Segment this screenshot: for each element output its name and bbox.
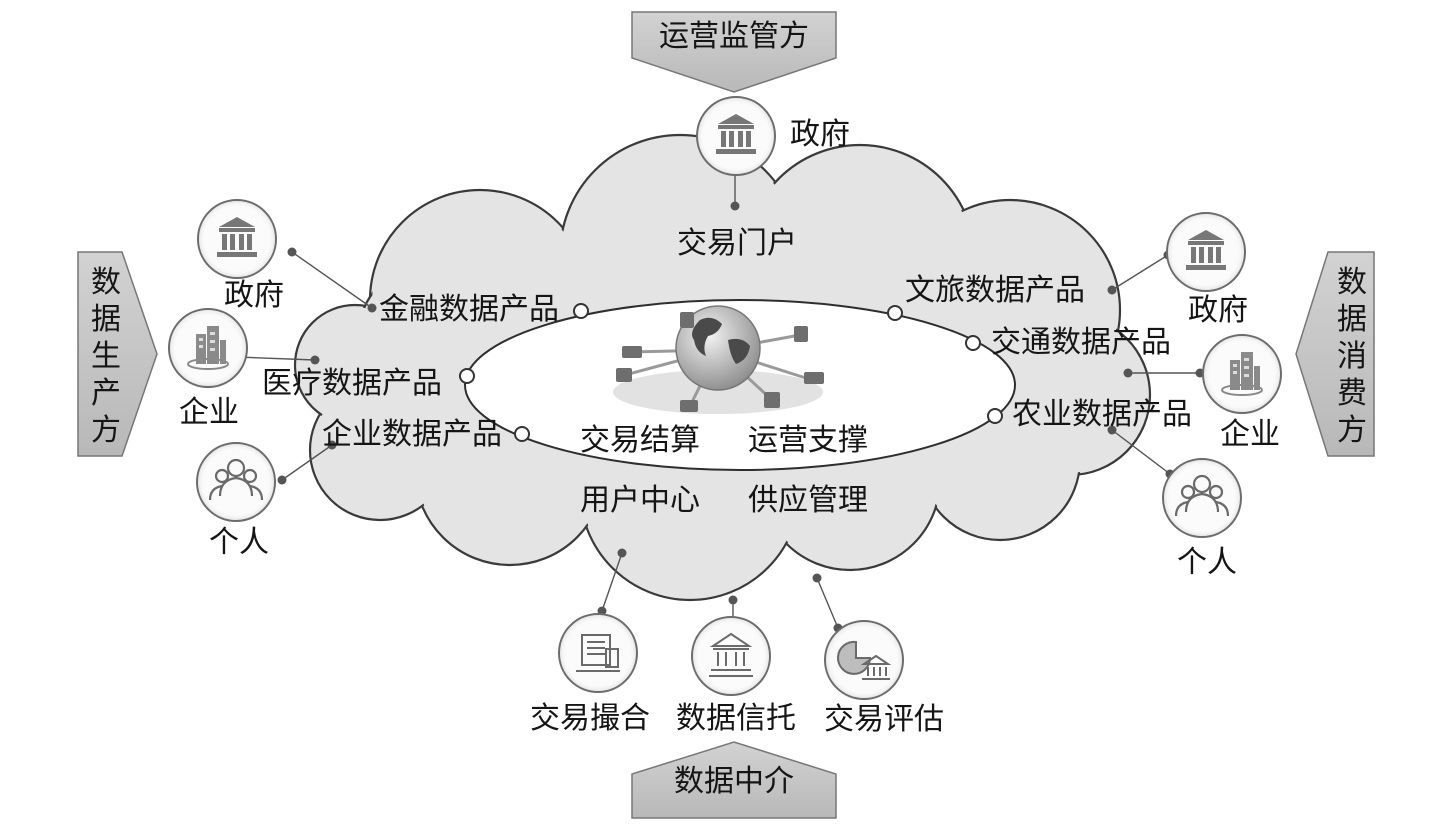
intermediary-evaluation-node (824, 620, 904, 700)
people-icon (208, 458, 264, 501)
bottom-banner-label: 数据中介 (674, 764, 794, 799)
right-banner-shape (1295, 251, 1375, 457)
consumer-government-label: 政府 (1188, 293, 1248, 328)
producer-person-label: 个人 (209, 525, 269, 560)
product-finance: 金融数据产品 (379, 292, 559, 327)
producer-person-node (196, 442, 276, 522)
bank-icon (1186, 230, 1226, 270)
intermediary-trust-label: 数据信托 (676, 701, 796, 736)
people-icon (1174, 474, 1230, 517)
top-banner-label: 运营监管方 (659, 19, 809, 54)
intermediary-trust-node (691, 616, 771, 696)
left-banner-shape (77, 251, 158, 457)
ellipse-nodes (459, 303, 1003, 442)
bank-icon (217, 217, 257, 257)
consumer-enterprise-node (1202, 334, 1282, 414)
supervisor-government-label: 政府 (790, 117, 850, 152)
core-supply-management: 供应管理 (748, 483, 868, 518)
top-banner-shape (631, 11, 837, 93)
supervisor-government-node (696, 96, 776, 176)
evaluation-icon (837, 640, 892, 680)
producer-enterprise-node (168, 308, 248, 388)
product-tourism: 文旅数据产品 (905, 273, 1085, 308)
right-banner-label: 数据消费方 (1337, 265, 1367, 448)
building-icon (1221, 352, 1263, 396)
core-operation: 运营支撑 (748, 423, 868, 458)
core-user-center: 用户中心 (580, 483, 700, 518)
producer-government-label: 政府 (224, 278, 284, 313)
producer-government-node (197, 199, 277, 279)
intermediary-evaluation-label: 交易评估 (824, 702, 944, 737)
product-enterprise: 企业数据产品 (322, 417, 502, 452)
product-transport: 交通数据产品 (991, 325, 1171, 360)
intermediary-matching-label: 交易撮合 (530, 701, 650, 736)
intermediary-matching-node (558, 613, 638, 693)
connector-lines (236, 172, 1200, 629)
product-medical: 医疗数据产品 (262, 366, 442, 401)
consumer-person-node (1162, 458, 1242, 538)
producer-enterprise-label: 企业 (179, 395, 239, 430)
globe-network-icon (613, 305, 824, 414)
left-banner-label: 数据生产方 (91, 265, 121, 448)
consumer-government-node (1166, 212, 1246, 292)
building-icon (187, 326, 229, 370)
bottom-banner-shape (631, 741, 837, 819)
exchange-icon (576, 634, 620, 672)
consumer-person-label: 个人 (1177, 545, 1237, 580)
trust-icon (709, 632, 753, 677)
bank-icon (716, 114, 756, 154)
product-agriculture: 农业数据产品 (1012, 397, 1192, 432)
consumer-enterprise-label: 企业 (1220, 417, 1280, 452)
portal-label: 交易门户 (677, 226, 797, 261)
core-settlement: 交易结算 (580, 423, 700, 458)
